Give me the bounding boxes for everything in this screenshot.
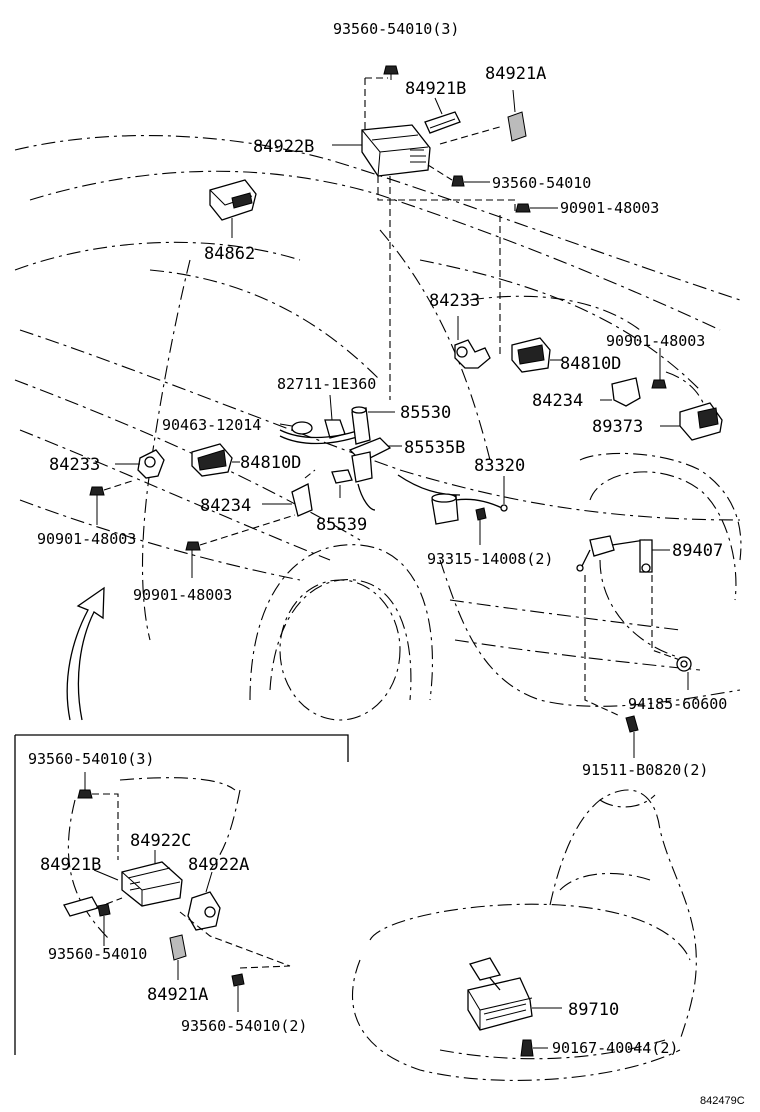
bolt-icon [520, 1039, 534, 1057]
label-90901-48003-c: 90901-48003 [37, 530, 136, 548]
sensor-84810d-right [511, 337, 551, 373]
bolt-icon [651, 379, 667, 389]
figure-code: 842479C [700, 1095, 745, 1107]
sensor-85530 [351, 406, 371, 445]
label-84921b-top: 84921B [405, 79, 466, 99]
cover-84921b-inset [63, 896, 99, 917]
label-84233-left: 84233 [49, 455, 100, 475]
bolt-icon [451, 175, 465, 187]
label-83320: 83320 [474, 456, 525, 476]
bolt-icon [185, 541, 201, 551]
bolt-icon [515, 203, 531, 213]
connector-84921a [507, 89, 527, 142]
module-89373 [679, 402, 723, 441]
bolt-icon [625, 715, 639, 733]
label-84921a-inset: 84921A [147, 985, 208, 1005]
label-84922b: 84922B [253, 137, 314, 157]
bracket-85535b [348, 437, 392, 483]
ecu-module-84922b [361, 124, 431, 177]
label-84810d-left: 84810D [240, 453, 301, 473]
clip-90463-12014 [291, 421, 313, 435]
label-84234-left: 84234 [200, 496, 251, 516]
label-93315-14008-2: 93315-14008(2) [427, 550, 553, 568]
label-93560-54010-3-inset: 93560-54010(3) [28, 750, 154, 768]
seat-module-89710 [467, 957, 562, 1057]
seat-outline [351, 789, 697, 1081]
label-85539: 85539 [316, 515, 367, 535]
sensor-84810d-left [191, 443, 233, 477]
sensor-group-right [454, 316, 723, 441]
label-90901-48003-a: 90901-48003 [560, 199, 659, 217]
label-93560-54010-inset: 93560-54010 [48, 945, 147, 963]
label-84862: 84862 [204, 244, 255, 264]
label-94185-60600: 94185-60600 [628, 695, 727, 713]
front-direction-arrow [66, 586, 105, 721]
inset-parts [63, 772, 291, 1012]
sensor-83320 [431, 493, 508, 525]
inset-box [14, 734, 349, 1055]
bracket-84234-right [611, 377, 641, 407]
sensor-89407 [576, 535, 653, 573]
ecu-module-84922c [121, 861, 183, 907]
sensor-group-left [89, 443, 316, 578]
bracket-84922a [187, 891, 221, 931]
sensor-84233-left [137, 449, 165, 479]
label-90167-40044-2: 90167-40044(2) [552, 1039, 678, 1057]
label-85530: 85530 [400, 403, 451, 423]
label-89407: 89407 [672, 541, 723, 561]
bolt-icon [475, 507, 487, 521]
ecu-84922b-assembly [332, 65, 558, 400]
bolt-icon [77, 789, 93, 799]
label-93560-54010-top: 93560-54010 [492, 174, 591, 192]
cover-84921b [424, 111, 461, 134]
label-84921b-inset: 84921B [40, 855, 101, 875]
sensor-84233-right [454, 339, 491, 369]
label-84810d-right: 84810D [560, 354, 621, 374]
label-84921a-top: 84921A [485, 64, 546, 84]
label-84922a: 84922A [188, 855, 249, 875]
harness-center [279, 394, 461, 511]
label-84233-right: 84233 [429, 291, 480, 311]
label-85535b: 85535B [404, 438, 465, 458]
label-90901-48003-d: 90901-48003 [133, 586, 232, 604]
label-93560-54010-2: 93560-54010(2) [181, 1017, 307, 1035]
bolt-icon [97, 903, 111, 917]
cap-85539 [331, 469, 353, 484]
label-93560-54010-3-top: 93560-54010(3) [333, 20, 459, 38]
switch-84862 [209, 179, 257, 238]
connector-84921a-inset [169, 934, 187, 961]
bolt-icon [383, 65, 399, 80]
height-sensor-assembly [431, 476, 692, 758]
label-82711-1e360: 82711-1E360 [277, 375, 376, 393]
bracket-84234-left [291, 483, 313, 517]
label-89710: 89710 [568, 1000, 619, 1020]
label-84234-right: 84234 [532, 391, 583, 411]
label-90901-48003-b: 90901-48003 [606, 332, 705, 350]
bolt-icon [231, 973, 245, 987]
nut-icon [676, 656, 692, 672]
vehicle-body-outline [14, 134, 742, 721]
part-labels: 93560-54010(3) 84921B 84921A 84922B 9356… [28, 20, 745, 1107]
label-89373: 89373 [592, 417, 643, 437]
label-84922c: 84922C [130, 831, 191, 851]
label-91511-b0820-2: 91511-B0820(2) [582, 761, 708, 779]
bolt-icon [89, 486, 105, 496]
label-90463-12014: 90463-12014 [162, 416, 261, 434]
